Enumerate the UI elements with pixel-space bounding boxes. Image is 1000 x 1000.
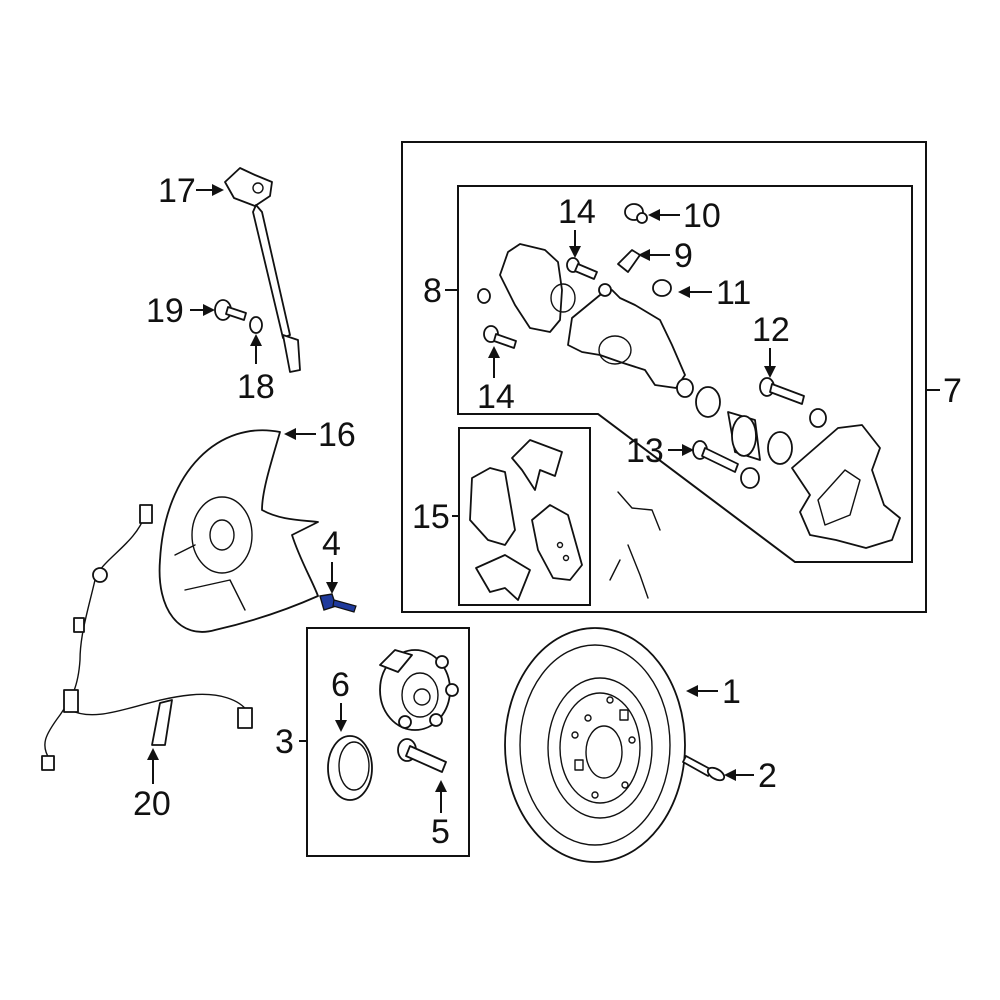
brake-rotor[interactable] xyxy=(504,627,686,863)
leader-4 xyxy=(326,562,338,594)
anti-rattle-springs[interactable] xyxy=(609,491,661,599)
callout-11: 11 xyxy=(716,274,751,312)
leader-14b xyxy=(488,346,500,378)
hose-bolt[interactable] xyxy=(214,299,247,321)
callout-17: 17 xyxy=(158,172,196,210)
caliper-assembly-box xyxy=(401,141,927,613)
caliper-bolt-side[interactable] xyxy=(477,288,491,304)
bleeder-cap[interactable] xyxy=(624,203,648,224)
caliper-bolt-upper[interactable] xyxy=(566,257,598,280)
caliper-bolt-lower[interactable] xyxy=(483,325,517,349)
callout-6: 6 xyxy=(331,666,350,704)
leader-14a xyxy=(569,230,581,258)
highlighted-bolt[interactable] xyxy=(319,593,357,613)
dust-cap[interactable] xyxy=(327,735,373,801)
callout-16: 16 xyxy=(318,416,356,454)
leader-18 xyxy=(250,334,262,364)
callout-8: 8 xyxy=(423,272,442,310)
callout-3: 3 xyxy=(275,723,294,761)
callout-1: 1 xyxy=(722,673,741,711)
caliper-piston[interactable] xyxy=(676,378,793,465)
leader-17 xyxy=(196,184,224,196)
brake-pads[interactable] xyxy=(469,467,583,581)
callout-5: 5 xyxy=(431,813,450,851)
callout-14-upper: 14 xyxy=(558,193,596,231)
callout-15: 15 xyxy=(412,498,450,536)
leader-6 xyxy=(335,703,347,732)
leader-2 xyxy=(724,769,754,781)
brake-hose[interactable] xyxy=(224,167,301,373)
caliper-housing[interactable] xyxy=(499,243,686,389)
leader-16 xyxy=(284,428,316,440)
callout-19: 19 xyxy=(146,292,184,330)
leader-20 xyxy=(147,748,159,784)
caliper-inner-box xyxy=(457,185,913,563)
leader-9 xyxy=(638,249,670,261)
callout-10: 10 xyxy=(683,197,721,235)
hub-bearing[interactable] xyxy=(379,649,459,731)
leader-1 xyxy=(686,685,718,697)
wheel-stud[interactable] xyxy=(682,755,726,783)
dust-shield[interactable] xyxy=(158,429,319,633)
callout-9: 9 xyxy=(674,237,693,275)
abs-sensor-wire[interactable] xyxy=(41,504,253,771)
guide-pin-lower[interactable] xyxy=(692,440,760,489)
bleeder-screw[interactable] xyxy=(617,249,641,273)
callout-4: 4 xyxy=(322,525,341,563)
leader-11 xyxy=(678,286,712,298)
callout-14-lower: 14 xyxy=(477,378,515,416)
leader-13 xyxy=(668,444,694,456)
leader-19 xyxy=(190,304,215,316)
washer[interactable] xyxy=(249,316,263,334)
dust-cap-small[interactable] xyxy=(652,279,672,297)
callout-20: 20 xyxy=(133,785,171,823)
callout-18: 18 xyxy=(237,368,275,406)
hub-stud[interactable] xyxy=(397,738,447,773)
leader-10 xyxy=(648,209,680,221)
leader-5 xyxy=(435,780,447,813)
guide-pin-upper[interactable] xyxy=(759,377,827,428)
callout-13: 13 xyxy=(626,432,664,470)
leader-12 xyxy=(764,348,776,378)
callout-2: 2 xyxy=(758,757,777,795)
callout-7: 7 xyxy=(943,372,962,410)
callout-12: 12 xyxy=(752,311,790,349)
pad-clips[interactable] xyxy=(475,439,563,601)
caliper-bracket[interactable] xyxy=(791,424,901,549)
